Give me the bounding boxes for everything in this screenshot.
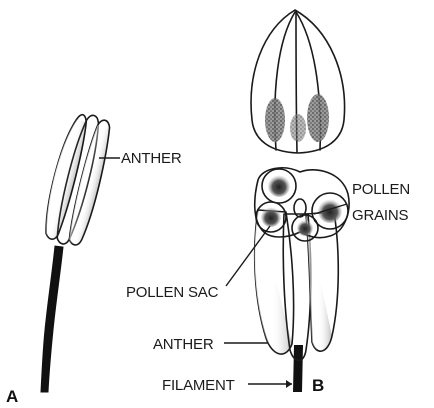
filament-label: FILAMENT [162, 377, 235, 394]
anther-cap [251, 10, 344, 153]
panel-b-letter: B [312, 376, 324, 395]
anther-b-label: ANTHER [153, 336, 214, 353]
stamen-a [39, 110, 120, 392]
anther-b-shape [255, 210, 339, 361]
filament-b-arrowhead [286, 380, 292, 388]
filament-b-shape [293, 345, 303, 392]
pollen-grains-label-line1: POLLEN [352, 181, 410, 198]
pollen-sacs [255, 168, 349, 241]
filament-a-shape [41, 246, 63, 392]
anther-a-label: ANTHER [121, 150, 182, 167]
pollen-sac-label: POLLEN SAC [126, 284, 219, 301]
anther-a-shape [39, 110, 115, 249]
panel-a-letter: A [6, 387, 18, 406]
pollen-grains-label-line2: GRAINS [352, 207, 409, 224]
